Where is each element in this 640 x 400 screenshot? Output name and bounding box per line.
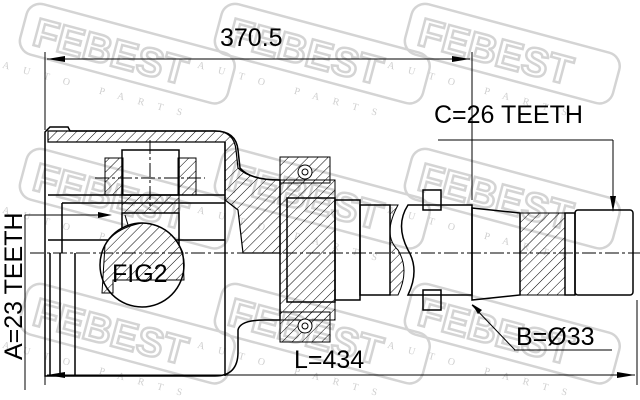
dimension-l-length: L=434 bbox=[294, 346, 364, 374]
outer-housing bbox=[44, 126, 281, 377]
dimension-lines bbox=[24, 52, 638, 390]
dimension-c-teeth: C=26 TEETH bbox=[434, 101, 583, 129]
shaft bbox=[30, 156, 640, 343]
dimension-370-5: 370.5 bbox=[220, 24, 283, 52]
fig2-label: FIG2 bbox=[112, 260, 168, 288]
dimension-a-teeth: A=23 TEETH bbox=[0, 212, 28, 360]
dimension-b-diameter: B=Ø33 bbox=[516, 323, 595, 351]
fig2-detail: FIG2 bbox=[99, 222, 185, 308]
